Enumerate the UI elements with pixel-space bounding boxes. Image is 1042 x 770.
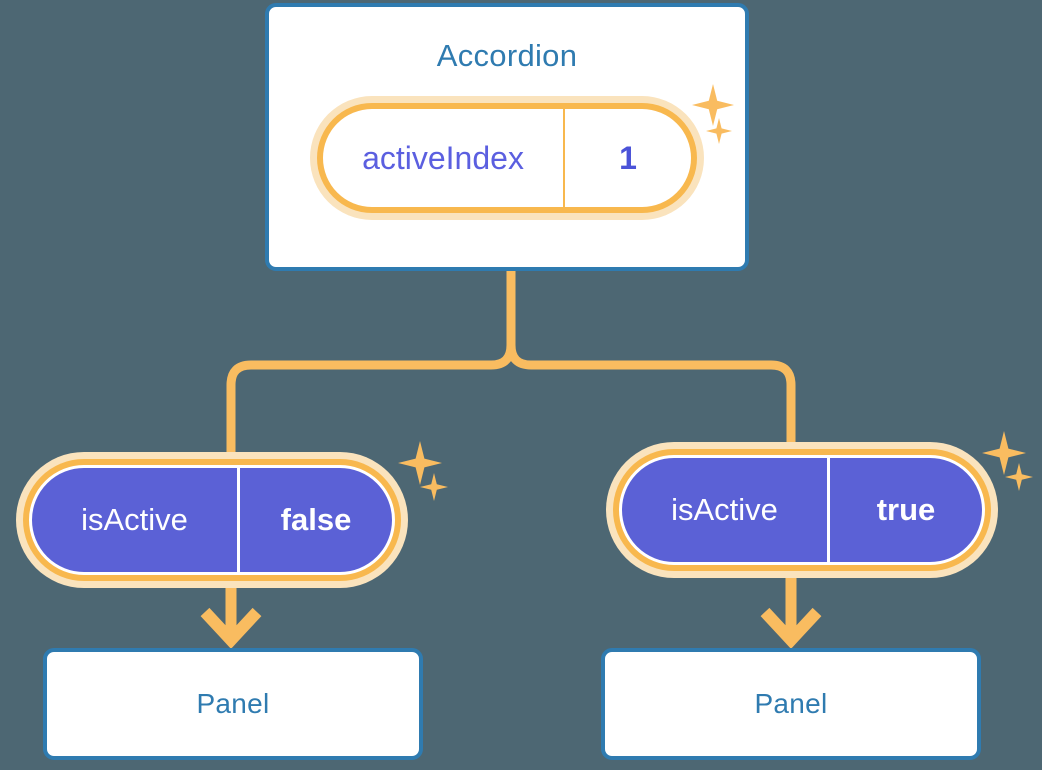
panel-card-right[interactable]: Panel xyxy=(601,648,981,760)
pill-ring: isActive false xyxy=(23,459,401,581)
panel-title: Panel xyxy=(196,688,270,719)
pill-body: isActive true xyxy=(619,455,985,565)
panel-title: Panel xyxy=(754,688,828,719)
pill-body: isActive false xyxy=(29,465,395,575)
state-pill-active-index[interactable]: activeIndex 1 xyxy=(310,96,704,220)
state-pill-is-active-right[interactable]: isActive true xyxy=(606,442,998,578)
state-key-label: isActive xyxy=(622,458,830,562)
connector-branch-left xyxy=(226,344,516,466)
sparkle-left-small-icon xyxy=(420,473,448,501)
accordion-title: Accordion xyxy=(436,38,578,73)
state-value-label: 1 xyxy=(619,139,637,176)
sparkle-right-small-icon xyxy=(1005,463,1033,491)
sparkle-left-large-icon xyxy=(398,441,442,485)
panel-card-left[interactable]: Panel xyxy=(43,648,423,760)
state-value-label: false xyxy=(280,502,352,537)
state-key-label: isActive xyxy=(32,468,240,572)
pill-ring: isActive true xyxy=(613,449,991,571)
state-pill-is-active-left[interactable]: isActive false xyxy=(16,452,408,588)
state-value-label: true xyxy=(876,492,936,527)
arrow-down-left xyxy=(200,588,262,649)
connector-branch-right xyxy=(506,344,796,456)
state-key-label: activeIndex xyxy=(323,109,565,207)
arrow-down-right xyxy=(760,578,822,649)
sparkle-right-large-icon xyxy=(982,431,1026,475)
pill-ring: activeIndex 1 xyxy=(317,103,697,213)
pill-body: activeIndex 1 xyxy=(323,109,691,207)
